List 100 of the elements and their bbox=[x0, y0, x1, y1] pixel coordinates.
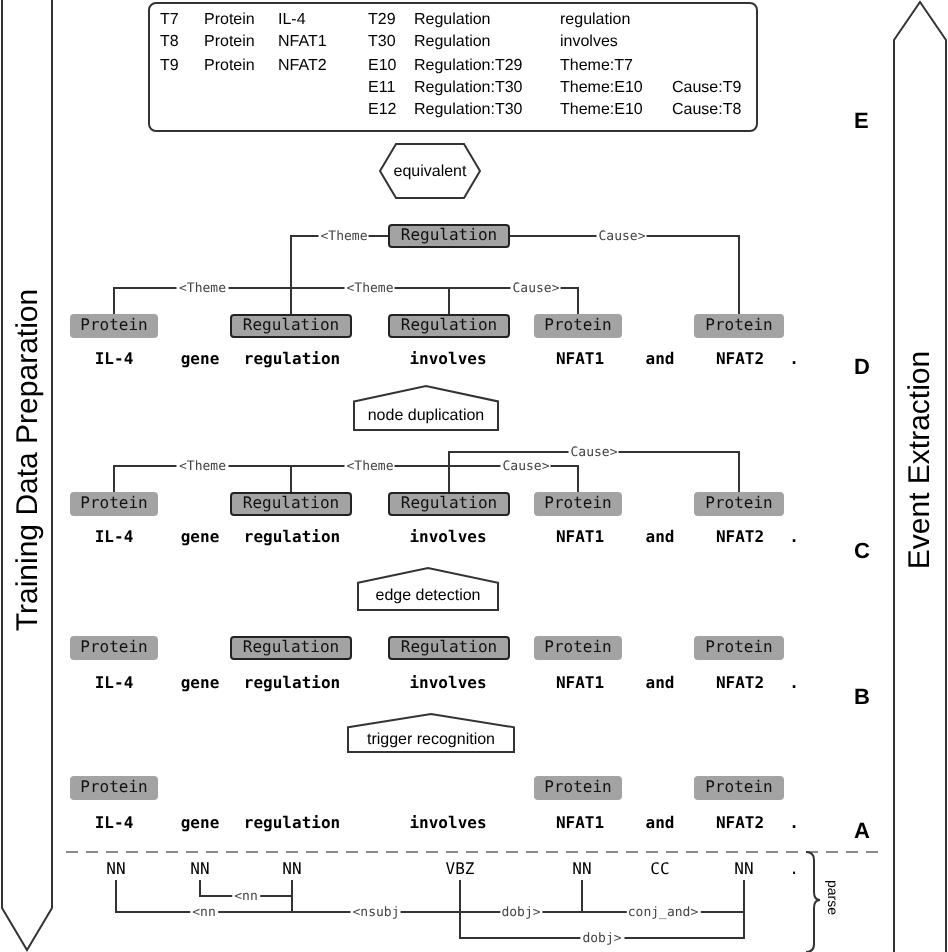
equivalence-hexagon: equivalent bbox=[380, 144, 480, 198]
annotation-text: Cause:T9 bbox=[672, 78, 742, 98]
stage-letter: B bbox=[854, 686, 870, 710]
stage-pentagon: edge detection bbox=[358, 568, 498, 610]
relation-arc bbox=[459, 879, 745, 939]
stage-pentagon: node duplication bbox=[354, 386, 498, 430]
entity-tag: Protein bbox=[694, 776, 784, 800]
sentence-token: NFAT1 bbox=[555, 350, 605, 370]
annotation-text: regulation bbox=[560, 10, 631, 30]
entity-tag: Protein bbox=[534, 776, 622, 800]
annotation-text: Regulation:T29 bbox=[414, 56, 523, 76]
entity-tag: Protein bbox=[534, 492, 622, 516]
sentence-token: . bbox=[789, 528, 799, 548]
sentence-token: . bbox=[789, 350, 799, 370]
sentence-token: IL-4 bbox=[94, 528, 134, 548]
annotation-text: E12 bbox=[368, 100, 397, 120]
sentence-token: and bbox=[645, 814, 675, 834]
sentence-token: NFAT1 bbox=[555, 674, 605, 694]
entity-tag: Protein bbox=[694, 636, 784, 660]
sentence-token: and bbox=[645, 528, 675, 548]
entity-tag: Protein bbox=[70, 314, 158, 338]
annotation-text: Regulation bbox=[414, 32, 491, 52]
sentence-token: involves bbox=[409, 814, 487, 834]
sentence-token: involves bbox=[409, 528, 487, 548]
sentence-token: NFAT2 bbox=[715, 674, 765, 694]
sentence-token: and bbox=[645, 674, 675, 694]
stage-letter: A bbox=[854, 820, 870, 844]
annotation-text: IL-4 bbox=[278, 10, 306, 30]
annotation-text: Protein bbox=[204, 32, 255, 52]
pos-tag: . bbox=[774, 860, 814, 880]
entity-tag: Protein bbox=[534, 314, 622, 338]
annotation-text: NFAT1 bbox=[278, 32, 327, 52]
annotation-text: Regulation bbox=[414, 10, 491, 30]
annotation-text: T7 bbox=[160, 10, 179, 30]
sentence-token: regulation bbox=[243, 528, 341, 548]
sentence-token: regulation bbox=[243, 350, 341, 370]
sentence-token: IL-4 bbox=[94, 350, 134, 370]
trigger-tag: Regulation bbox=[230, 492, 352, 516]
annotation-text: Protein bbox=[204, 56, 255, 76]
annotation-text: Theme:E10 bbox=[560, 100, 643, 120]
stage-letter: C bbox=[854, 540, 870, 564]
sentence-token: NFAT2 bbox=[715, 814, 765, 834]
sentence-token: regulation bbox=[243, 814, 341, 834]
sentence-token: regulation bbox=[243, 674, 341, 694]
trigger-tag: Regulation bbox=[388, 636, 510, 660]
sentence-token: NFAT1 bbox=[555, 814, 605, 834]
annotation-text: T8 bbox=[160, 32, 179, 52]
annotation-text: involves bbox=[560, 32, 618, 52]
trigger-tag: Regulation bbox=[388, 224, 510, 248]
entity-tag: Protein bbox=[70, 492, 158, 516]
annotation-text: Regulation:T30 bbox=[414, 78, 523, 98]
entity-tag: Protein bbox=[694, 314, 784, 338]
pos-tag: CC bbox=[640, 860, 680, 880]
annotation-text: Protein bbox=[204, 10, 255, 30]
relation-arc bbox=[115, 879, 293, 913]
sentence-token: NFAT2 bbox=[715, 350, 765, 370]
stage-pentagon: trigger recognition bbox=[348, 714, 514, 752]
trigger-tag: Regulation bbox=[388, 314, 510, 338]
pos-tag: NN bbox=[272, 860, 312, 880]
annotation-text: T29 bbox=[368, 10, 396, 30]
trigger-tag: Regulation bbox=[230, 314, 352, 338]
sentence-token: IL-4 bbox=[94, 814, 134, 834]
process-arrow: Training Data Preparation bbox=[0, 0, 54, 952]
entity-tag: Protein bbox=[694, 492, 784, 516]
annotation-box bbox=[148, 2, 758, 132]
annotation-text: Theme:T7 bbox=[560, 56, 633, 76]
annotation-text: Regulation:T30 bbox=[414, 100, 523, 120]
sentence-token: and bbox=[645, 350, 675, 370]
annotation-text: E11 bbox=[368, 78, 396, 98]
annotation-text: E10 bbox=[368, 56, 397, 76]
entity-tag: Protein bbox=[70, 776, 158, 800]
annotation-text: T9 bbox=[160, 56, 179, 76]
annotation-text: NFAT2 bbox=[278, 56, 327, 76]
entity-tag: Protein bbox=[534, 636, 622, 660]
sentence-token: NFAT2 bbox=[715, 528, 765, 548]
sentence-token: gene bbox=[180, 528, 220, 548]
stage-letter: E bbox=[854, 110, 869, 134]
trigger-tag: Regulation bbox=[388, 492, 510, 516]
stage-letter: D bbox=[854, 356, 870, 380]
relation-arc bbox=[199, 879, 293, 897]
sentence-token: NFAT1 bbox=[555, 528, 605, 548]
sentence-token: gene bbox=[180, 350, 220, 370]
sentence-token: . bbox=[789, 674, 799, 694]
pos-tag: NN bbox=[96, 860, 136, 880]
sentence-token: involves bbox=[409, 674, 487, 694]
pos-tag: NN bbox=[724, 860, 764, 880]
sentence-token: IL-4 bbox=[94, 674, 134, 694]
sentence-token: involves bbox=[409, 350, 487, 370]
sentence-token: . bbox=[789, 814, 799, 834]
annotation-text: T30 bbox=[368, 32, 396, 52]
entity-tag: Protein bbox=[70, 636, 158, 660]
sentence-token: gene bbox=[180, 674, 220, 694]
process-arrow: Event Extraction bbox=[892, 0, 948, 952]
annotation-text: Cause:T8 bbox=[672, 100, 742, 120]
sentence-token: gene bbox=[180, 814, 220, 834]
annotation-text: Theme:E10 bbox=[560, 78, 643, 98]
pos-tag: VBZ bbox=[440, 860, 480, 880]
pos-tag: NN bbox=[562, 860, 602, 880]
trigger-tag: Regulation bbox=[230, 636, 352, 660]
pos-tag: NN bbox=[180, 860, 220, 880]
